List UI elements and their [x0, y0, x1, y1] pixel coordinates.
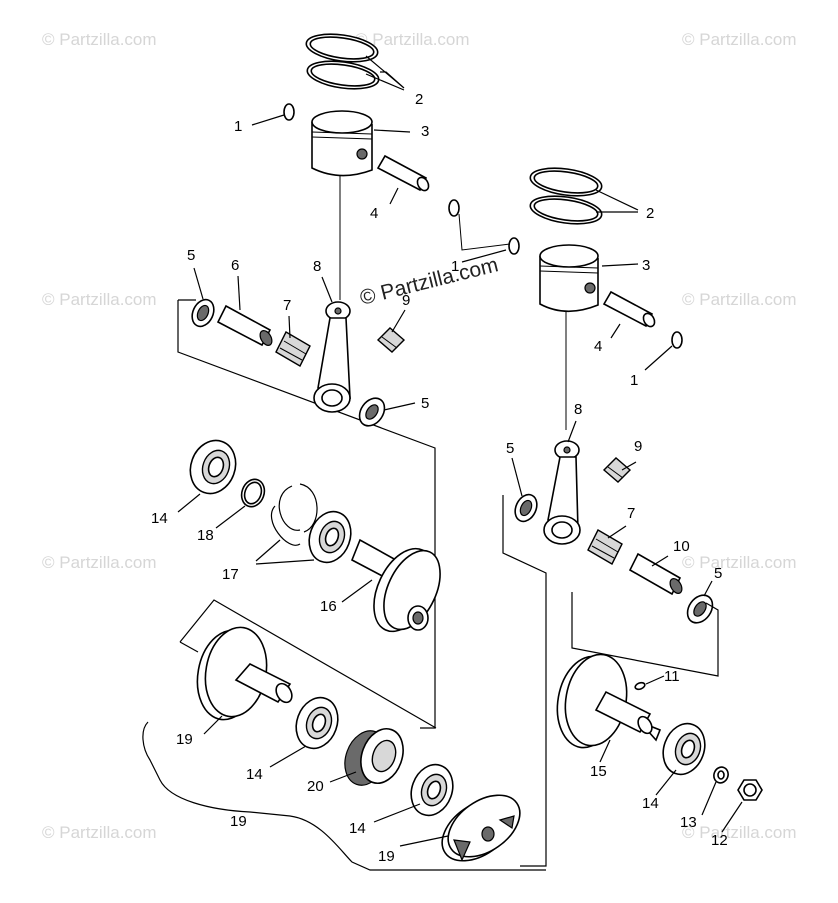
callout-5: 5	[421, 395, 429, 412]
left-flywheel	[196, 626, 293, 721]
lower-left-bracket-top	[179, 599, 437, 729]
callout-15: 15	[590, 763, 607, 780]
woodruff-key	[634, 681, 646, 691]
left-retaining-ring	[240, 478, 266, 508]
bottom-crank-half	[441, 794, 521, 862]
callout-7: 7	[627, 505, 635, 522]
callout-20: 20	[307, 778, 324, 795]
left-snap-rings	[270, 483, 318, 546]
left-needle-bearing-big	[275, 331, 311, 367]
callout-14: 14	[642, 795, 659, 812]
right-needle-bearing-small	[602, 457, 632, 483]
left-crank-pin	[216, 304, 273, 347]
callout-2: 2	[415, 91, 423, 108]
callout-14: 14	[349, 820, 366, 837]
watermark: © Partzilla.com	[355, 30, 470, 49]
left-needle-bearing-small	[376, 327, 406, 353]
callout-numbers: 1 2 3 4 1 2 3 4 1 5 6 7 8 9 5 8 9 5 7 10…	[151, 91, 728, 865]
callout-3: 3	[642, 257, 650, 274]
callout-5: 5	[187, 247, 195, 264]
center-labyrinth-seal	[344, 728, 404, 786]
callout-4: 4	[370, 205, 378, 222]
left-piston-pin	[376, 154, 460, 217]
right-seal-lower	[686, 594, 714, 624]
callout-19: 19	[176, 731, 193, 748]
callout-1: 1	[234, 118, 242, 135]
lock-washer	[713, 766, 729, 784]
callout-19: 19	[378, 848, 395, 865]
callout-7: 7	[283, 297, 291, 314]
left-crank-half	[350, 538, 441, 633]
right-main-bearing	[662, 722, 706, 776]
right-needle-bearing-big	[587, 529, 623, 565]
left-piston	[283, 103, 373, 177]
left-connecting-rod	[313, 301, 351, 413]
callout-8: 8	[313, 258, 321, 275]
left-group-bracket	[177, 300, 436, 729]
watermark: © Partzilla.com	[42, 290, 157, 309]
watermark: © Partzilla.com	[682, 30, 797, 49]
leader-lines	[177, 55, 743, 847]
callout-6: 6	[231, 257, 239, 274]
callout-3: 3	[421, 123, 429, 140]
watermark: © Partzilla.com	[42, 30, 157, 49]
callout-18: 18	[197, 527, 214, 544]
callout-13: 13	[680, 814, 697, 831]
callout-9: 9	[634, 438, 642, 455]
right-seal-upper	[514, 493, 538, 523]
callout-16: 16	[320, 598, 337, 615]
callout-1: 1	[451, 258, 459, 275]
watermark: © Partzilla.com	[682, 290, 797, 309]
watermarks: © Partzilla.com © Partzilla.com © Partzi…	[42, 30, 797, 842]
right-connecting-rod	[543, 440, 581, 545]
callout-8: 8	[574, 401, 582, 418]
callout-17: 17	[222, 566, 239, 583]
lower-bracket-curve	[142, 721, 546, 871]
callout-19: 19	[230, 813, 247, 830]
right-piston-rings	[529, 167, 603, 225]
callout-14: 14	[151, 510, 168, 527]
callout-12: 12	[711, 832, 728, 849]
callout-5: 5	[714, 565, 722, 582]
right-group-bracket	[502, 495, 547, 867]
watermark: © Partzilla.com	[42, 553, 157, 572]
left-main-bearing-bottom	[410, 763, 454, 817]
callout-14: 14	[246, 766, 263, 783]
watermark: © Partzilla.com	[682, 553, 797, 572]
callout-9: 9	[402, 292, 410, 309]
left-piston-rings	[305, 33, 380, 90]
right-crank-pin	[628, 552, 683, 596]
callout-5: 5	[506, 440, 514, 457]
callout-2: 2	[646, 205, 654, 222]
callout-11: 11	[664, 668, 680, 685]
watermark: © Partzilla.com	[42, 823, 157, 842]
watermark: © Partzilla.com	[682, 823, 797, 842]
callout-10: 10	[673, 538, 690, 555]
callout-1: 1	[630, 372, 638, 389]
left-seal-upper	[191, 298, 215, 328]
right-flywheel	[556, 653, 662, 749]
crank-nut	[737, 779, 763, 801]
right-piston	[508, 237, 599, 313]
left-main-bearing-upper	[189, 439, 237, 495]
left-seal-lower	[358, 397, 386, 427]
left-main-bearing-lower	[295, 696, 339, 750]
right-piston-pin	[602, 290, 683, 349]
callout-4: 4	[594, 338, 602, 355]
left-main-bearing-mid	[308, 510, 352, 564]
watermark-center: © Partzilla.com	[358, 253, 501, 310]
